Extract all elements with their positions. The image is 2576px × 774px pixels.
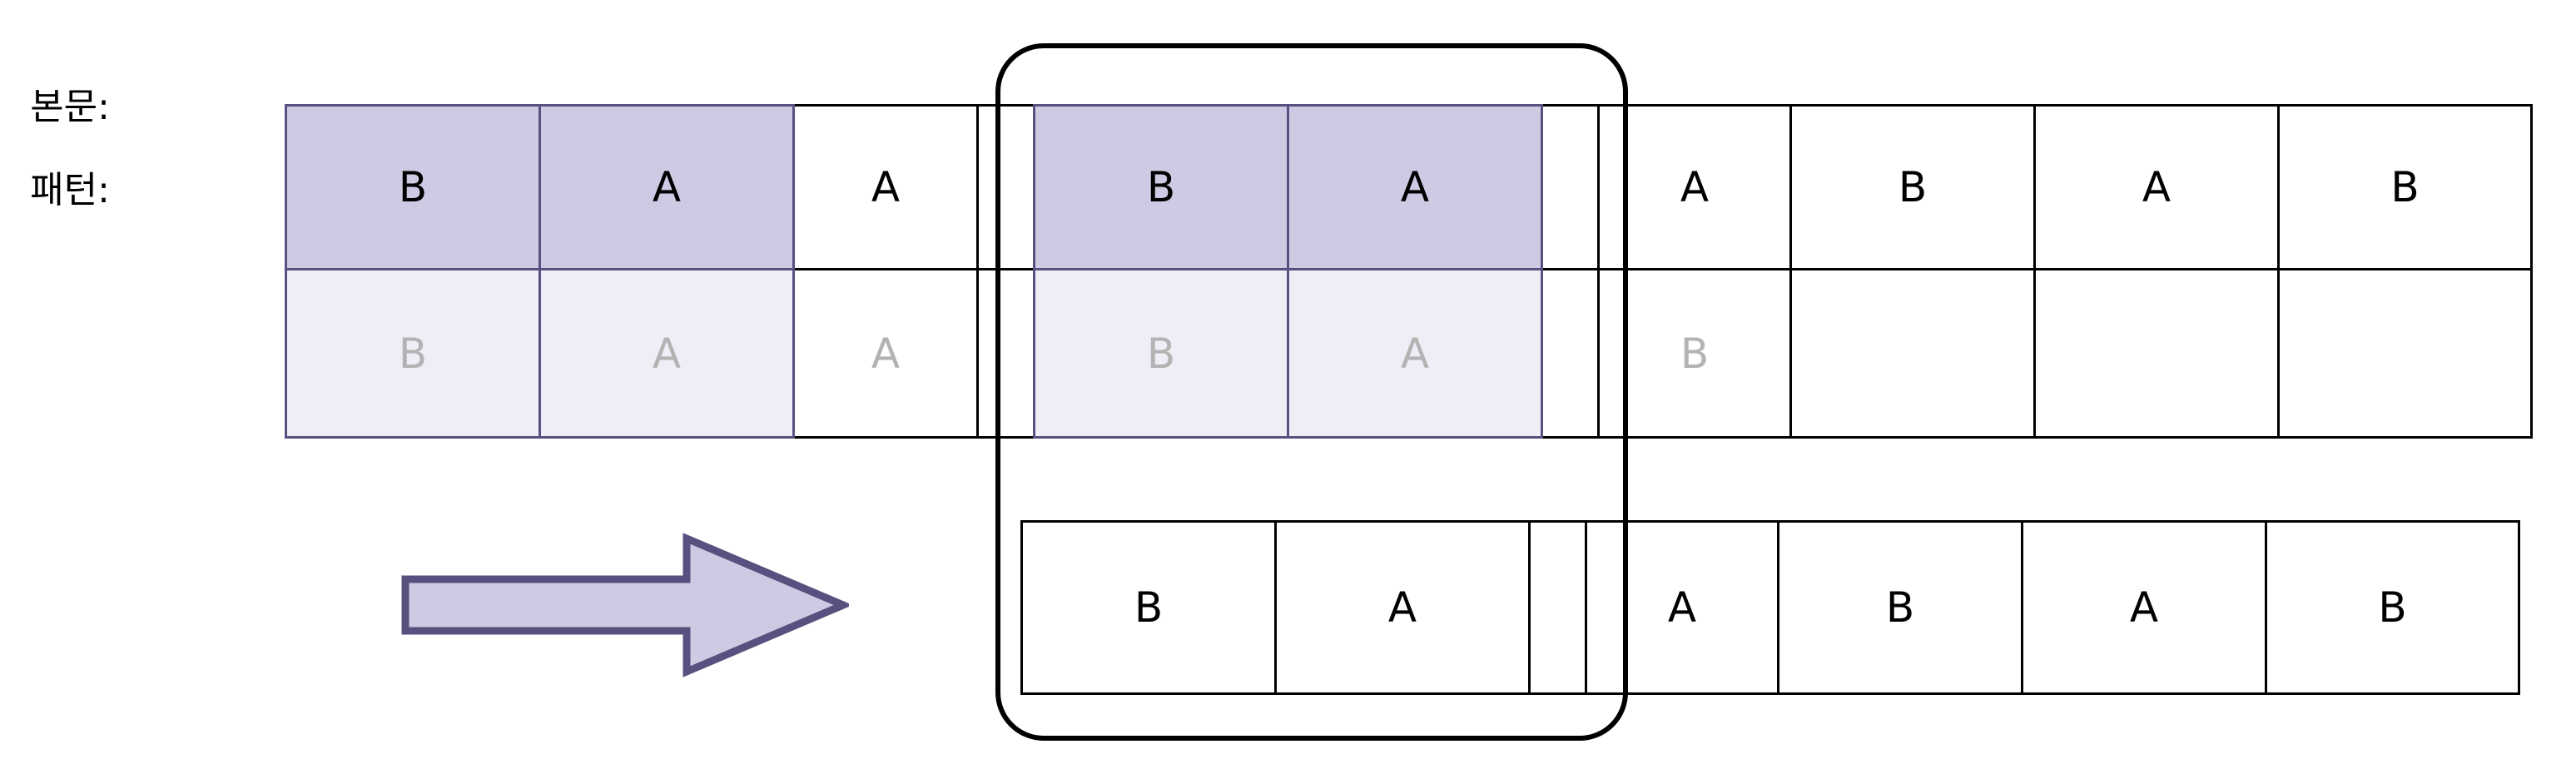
shifted-cell-3[interactable]: A xyxy=(1585,520,1779,695)
arrow-polygon xyxy=(401,533,849,677)
pattern-cell-7[interactable]: B xyxy=(1597,268,1792,439)
text-cell-0[interactable]: B xyxy=(285,104,541,270)
shifted-cell-6[interactable]: B xyxy=(2265,520,2520,695)
pattern-cell-0[interactable]: B xyxy=(285,268,541,439)
pattern-cell-10[interactable] xyxy=(2277,268,2533,439)
text-cell-10[interactable]: B xyxy=(2277,104,2533,270)
text-cell-9[interactable]: A xyxy=(2033,104,2280,270)
shifted-cell-2[interactable] xyxy=(1528,520,1587,695)
text-cell-8[interactable]: B xyxy=(1789,104,2036,270)
pattern-cell-9[interactable] xyxy=(2033,268,2280,439)
row-label-pattern: 패턴: xyxy=(30,169,110,211)
shifted-cell-1[interactable]: A xyxy=(1274,520,1531,695)
shifted-cell-4[interactable]: B xyxy=(1777,520,2023,695)
text-cell-3[interactable] xyxy=(976,104,1035,270)
shifted-cell-5[interactable]: A xyxy=(2021,520,2267,695)
shift-right-arrow xyxy=(401,533,849,677)
pattern-cell-4[interactable]: B xyxy=(1033,268,1289,439)
shifted-cell-0[interactable]: B xyxy=(1020,520,1277,695)
pattern-cell-8[interactable] xyxy=(1789,268,2036,439)
row-label-text: 본문: xyxy=(30,86,110,128)
text-cell-7[interactable]: A xyxy=(1597,104,1792,270)
pattern-cell-3[interactable] xyxy=(976,268,1035,439)
text-cell-6[interactable] xyxy=(1541,104,1600,270)
text-cell-1[interactable]: A xyxy=(539,104,795,270)
text-cell-4[interactable]: B xyxy=(1033,104,1289,270)
pattern-cell-6[interactable] xyxy=(1541,268,1600,439)
text-cell-2[interactable]: A xyxy=(792,104,979,270)
pattern-cell-1[interactable]: A xyxy=(539,268,795,439)
text-cell-5[interactable]: A xyxy=(1287,104,1543,270)
pattern-cell-2[interactable]: A xyxy=(792,268,979,439)
pattern-cell-5[interactable]: A xyxy=(1287,268,1543,439)
